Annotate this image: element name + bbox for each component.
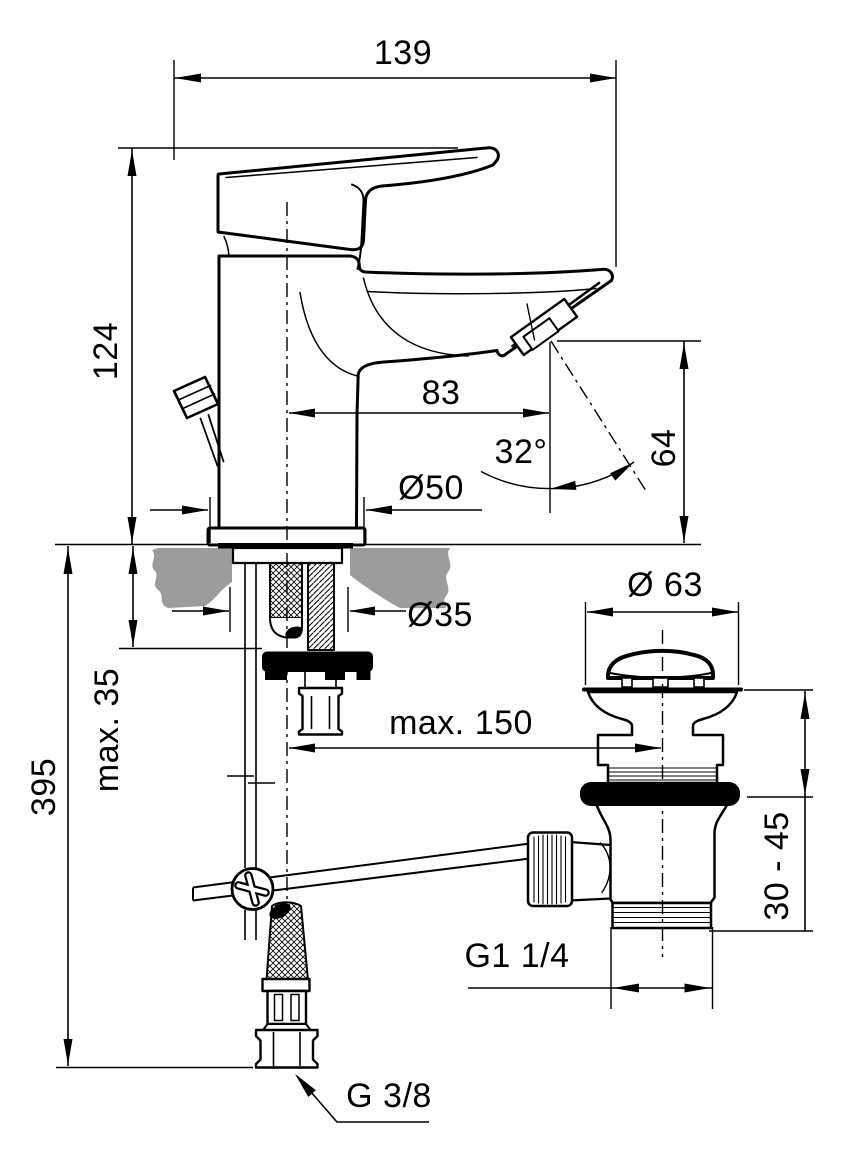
hose-end-lower — [269, 903, 291, 919]
dim-83 — [289, 408, 549, 418]
pull-rod — [244, 563, 257, 940]
hose-end-upper — [285, 626, 303, 639]
pop-up-waste — [526, 648, 743, 930]
dim-spout-angle-label: 32° — [494, 433, 548, 471]
dim-o63 — [584, 602, 740, 685]
dimension-lines — [55, 60, 813, 1123]
dim-waste-range-label: 30 - 45 — [758, 811, 796, 921]
dim-deck-thickness-label: max. 35 — [88, 667, 126, 793]
dim-supply-thread-label: G 3/8 — [346, 1077, 432, 1115]
dim-o50 — [150, 497, 482, 543]
faucet-handle — [216, 146, 500, 252]
dim-supply-length-label: 395 — [25, 757, 63, 817]
dim-max35 — [119, 546, 262, 650]
dim-30-45 — [709, 689, 813, 932]
dim-139 — [173, 60, 617, 267]
dim-o35 — [172, 587, 406, 632]
waste-rubber-washer — [580, 782, 740, 806]
supply-hose-lower — [254, 901, 319, 1069]
fixing-stud — [307, 562, 335, 651]
pull-rod-joint — [192, 842, 531, 911]
dim-g3-8 — [295, 1074, 429, 1123]
dim-body-height-label: 124 — [87, 321, 125, 381]
aerator — [509, 297, 579, 357]
dim-spout-reach-label: 83 — [421, 374, 461, 412]
dim-max150 — [289, 743, 661, 753]
dim-waste-cap-diameter-label: Ø 63 — [627, 566, 703, 604]
under-counter-assembly — [192, 546, 531, 1069]
pull-rod-knob — [172, 375, 225, 467]
dim-base-diameter-label: Ø50 — [398, 469, 464, 507]
faucet-body — [217, 254, 614, 530]
dim-64 — [557, 340, 701, 543]
dim-waste-distance-label: max. 150 — [389, 704, 533, 742]
faucet — [172, 146, 614, 547]
dim-g1-14 — [468, 927, 714, 1009]
mounting-nut — [297, 686, 344, 736]
dim-395 — [56, 546, 253, 1069]
dim-hole-diameter-label: Ø35 — [407, 596, 473, 634]
dim-32deg — [480, 340, 649, 513]
dim-124 — [118, 147, 458, 544]
waste-outlet-thread — [611, 901, 713, 930]
countertop-section — [152, 548, 451, 608]
dim-outlet-height-label: 64 — [645, 428, 683, 468]
waste-cap — [605, 648, 716, 680]
supply-connector-nut — [254, 1028, 319, 1069]
seals — [218, 543, 740, 919]
dim-overall-width-label: 139 — [373, 34, 433, 72]
supply-hose-upper — [269, 562, 303, 639]
dim-waste-thread-label: G1 1/4 — [464, 937, 570, 975]
base-gasket — [218, 543, 353, 549]
clamp-washer — [262, 651, 373, 680]
